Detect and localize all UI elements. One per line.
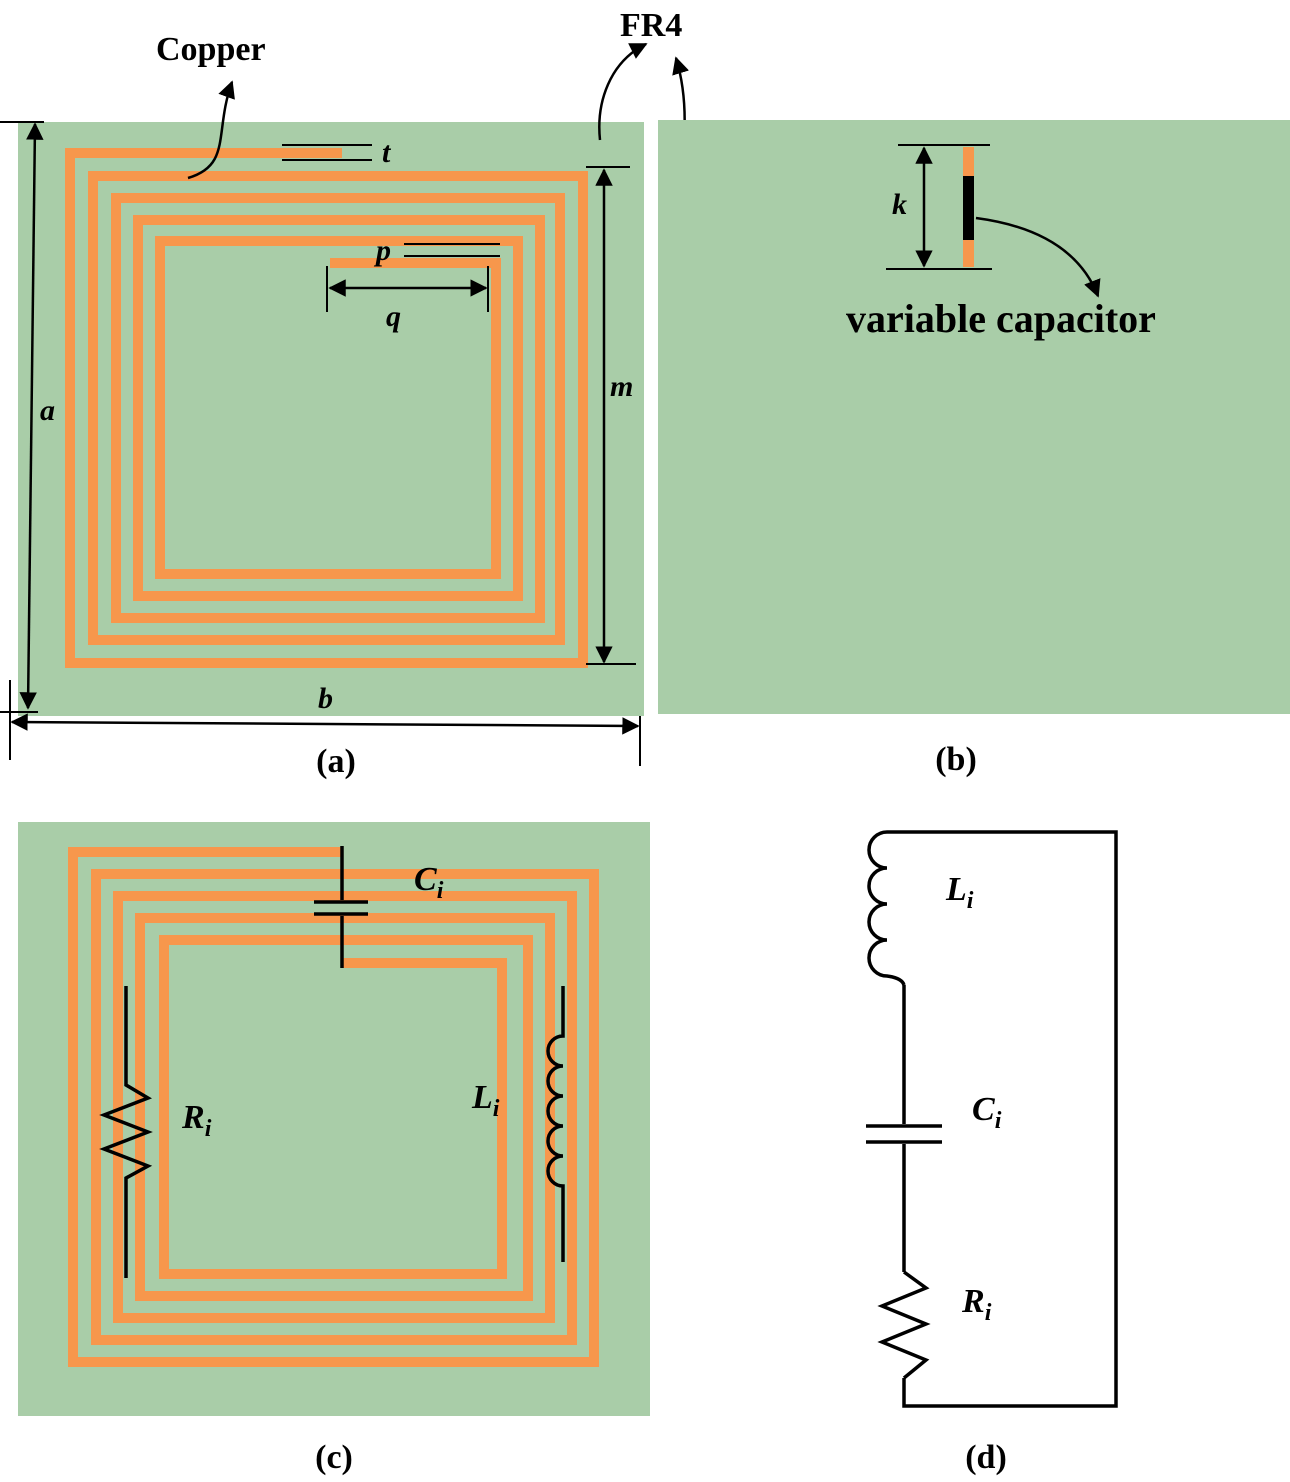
caption-d: (d) [965,1439,1007,1476]
dim-m-label: m [610,370,633,403]
label-c-li: Li [471,1079,500,1122]
label-c-ci: Ci [414,861,444,904]
dim-t-label: t [382,136,392,169]
inductor-symbol-c [546,986,565,1262]
variable-capacitor-label: variable capacitor [846,296,1156,341]
capacitor-symbol-c [314,846,368,968]
circuit-wire [887,830,1118,1408]
resistor-symbol-c [99,986,153,1278]
dim-b-line [10,713,640,735]
panel-d: Li Ci Ri (d) [866,830,1118,1476]
caption-c: (c) [315,1439,353,1476]
label-d-ci: Ci [972,1091,1002,1134]
label-d-li: Li [945,871,974,914]
dim-p-label: p [373,234,391,267]
spiral-coil-c [68,847,599,1367]
label-c-ri: Ri [181,1099,212,1142]
dim-k-label: k [892,188,907,221]
capacitor-symbol-d [866,1124,942,1144]
dim-q-label: q [386,300,401,333]
panel-a: a b m t p q Copper FR4 (a) [0,7,689,780]
copper-label: Copper [156,31,266,68]
variable-capacitor [963,176,974,240]
panel-b: k variable capacitor (b) [658,120,1290,778]
label-d-ri: Ri [961,1283,992,1326]
spiral-coil-a [65,148,588,668]
fr4-pointer-arrow-left [598,42,648,141]
copper-pointer-arrow [187,80,235,180]
panel-c: Ci Ri Li (c) [18,822,650,1476]
copper-trace [68,847,599,1367]
dim-a-line [19,122,44,710]
fr4-label: FR4 [620,7,682,44]
resistor-symbol-d [877,1270,931,1380]
dim-b-label: b [318,682,333,715]
copper-trace [65,148,588,668]
capacitor-pointer-arrow [975,216,1101,298]
caption-a: (a) [316,743,356,780]
caption-b: (b) [935,741,977,778]
dim-a-label: a [40,394,55,427]
inductor-symbol-d [867,830,906,986]
